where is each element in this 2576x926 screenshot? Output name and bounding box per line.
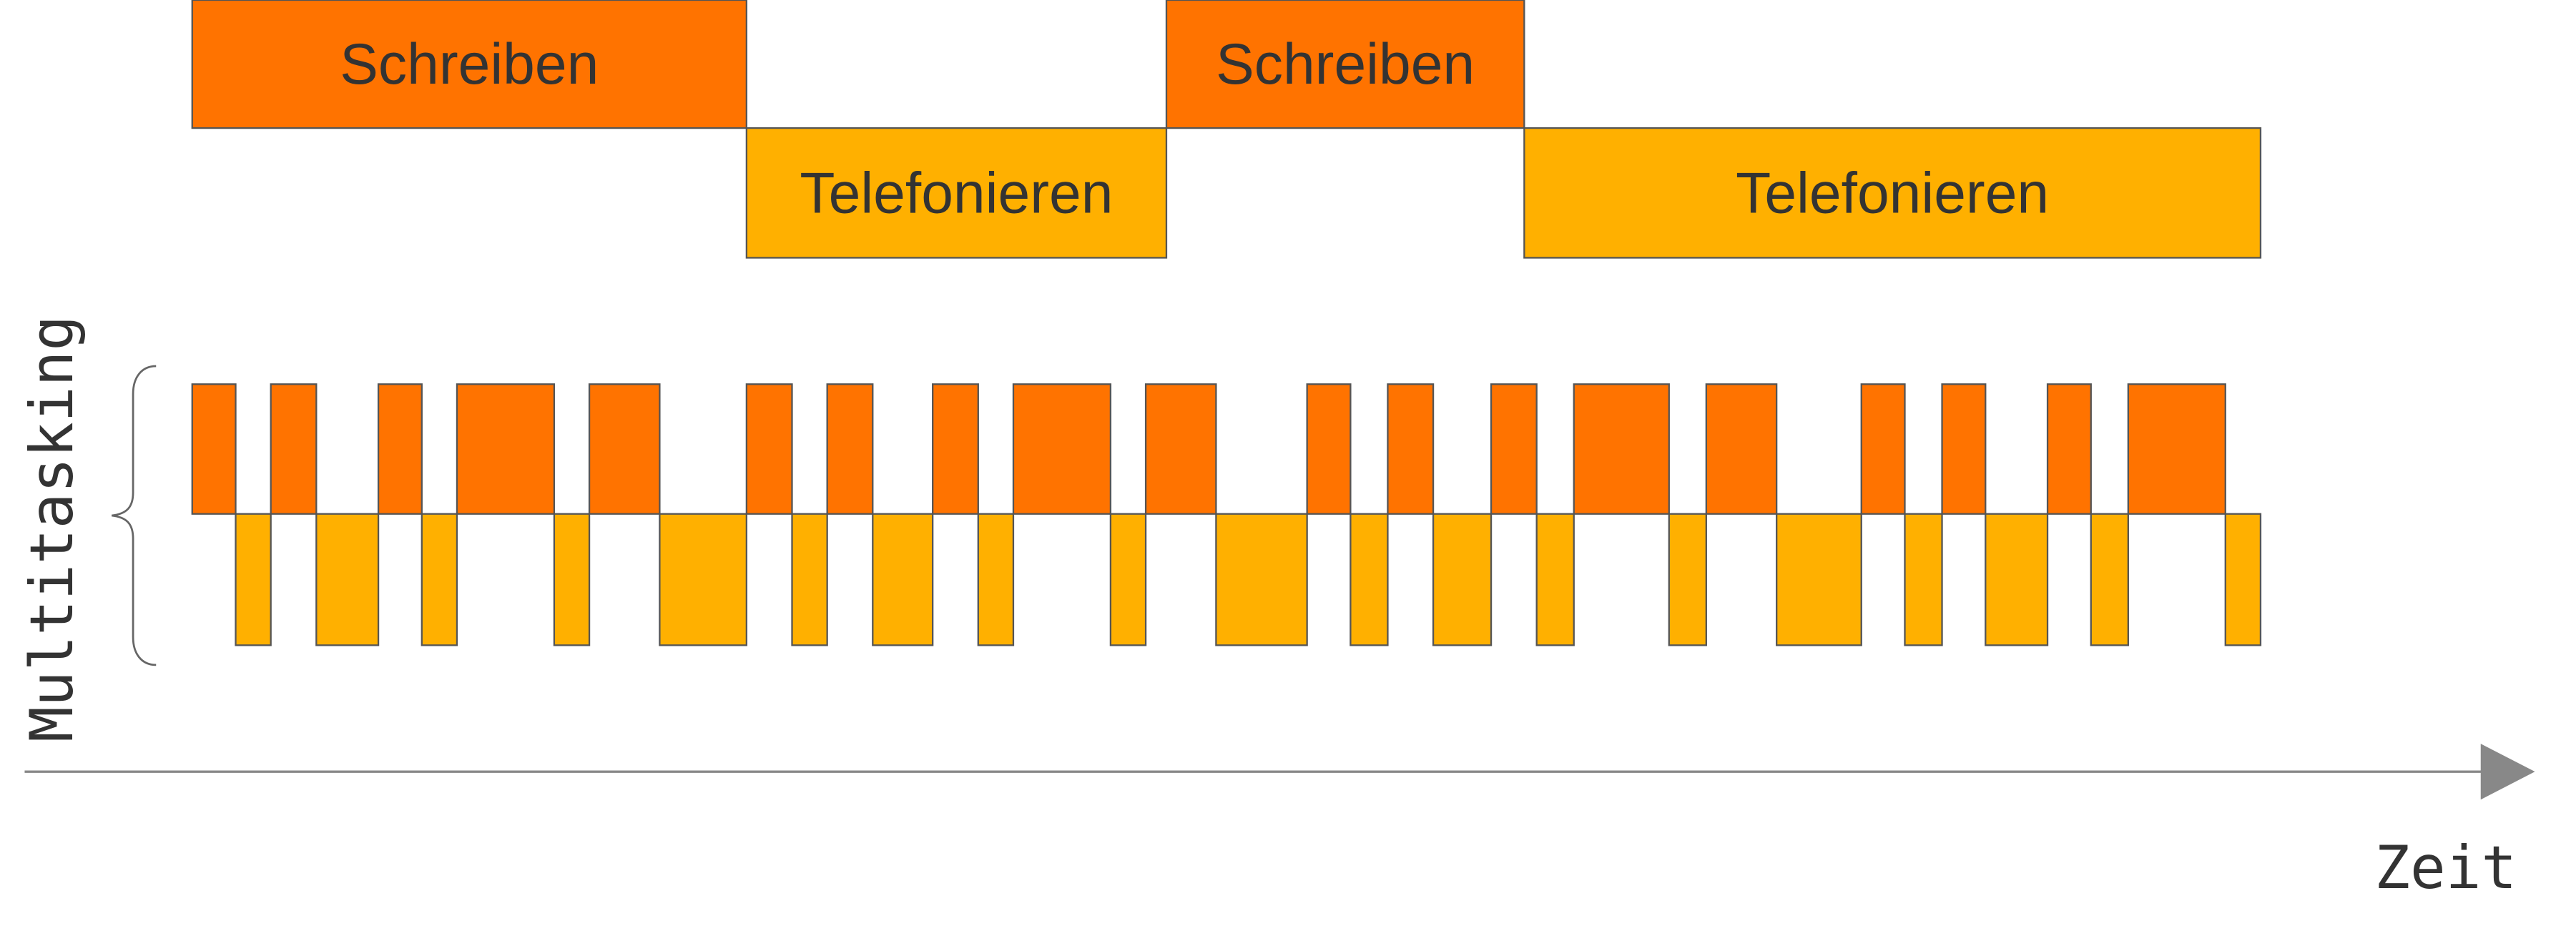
multitask-block-schreiben xyxy=(932,383,979,515)
task-label: Schreiben xyxy=(1216,32,1475,97)
multitask-block-telefonieren xyxy=(2090,513,2129,646)
multitask-block-schreiben xyxy=(1941,383,1987,515)
multitasking-blocks xyxy=(191,383,2262,646)
multitask-block-telefonieren xyxy=(1535,513,1575,646)
task-bar-schreiben xyxy=(1165,0,1525,129)
multitask-block-schreiben xyxy=(588,383,661,515)
multitask-block-telefonieren xyxy=(1215,513,1308,646)
multitask-block-schreiben xyxy=(1012,383,1112,515)
task-label: Telefonieren xyxy=(1736,161,2049,225)
multitask-block-schreiben xyxy=(2127,383,2226,515)
multitask-block-telefonieren xyxy=(1109,513,1147,646)
arrow-head-icon xyxy=(2480,744,2535,800)
multitask-block-schreiben xyxy=(826,383,874,515)
multitask-block-schreiben xyxy=(1387,383,1435,515)
task-label: Telefonieren xyxy=(800,161,1113,225)
multitask-block-schreiben xyxy=(1573,383,1670,515)
multitask-block-schreiben xyxy=(2046,383,2092,515)
multitask-block-schreiben xyxy=(456,383,556,515)
multitask-block-telefonieren xyxy=(659,513,748,646)
task-bar-telefonieren xyxy=(1523,127,2262,259)
multitask-block-schreiben xyxy=(1490,383,1538,515)
multitask-block-telefonieren xyxy=(791,513,828,646)
multitask-block-telefonieren xyxy=(421,513,458,646)
multitask-block-telefonieren xyxy=(1668,513,1707,646)
multitask-block-telefonieren xyxy=(977,513,1015,646)
multitask-block-telefonieren xyxy=(1904,513,1943,646)
multitask-block-telefonieren xyxy=(315,513,380,646)
multitask-block-telefonieren xyxy=(872,513,934,646)
task-label: Schreiben xyxy=(340,32,599,97)
multitask-block-schreiben xyxy=(1306,383,1352,515)
multitask-block-telefonieren xyxy=(1432,513,1493,646)
task-bar-telefonieren xyxy=(745,127,1168,259)
brace-icon xyxy=(112,365,157,666)
multitask-block-telefonieren xyxy=(553,513,591,646)
multitask-block-telefonieren xyxy=(235,513,272,646)
multitask-block-telefonieren xyxy=(1350,513,1389,646)
multitask-block-schreiben xyxy=(270,383,318,515)
y-axis-label: Multitasking xyxy=(18,315,87,742)
task-bar-schreiben xyxy=(191,0,748,129)
multitask-block-schreiben xyxy=(1860,383,1906,515)
multitask-block-telefonieren xyxy=(1776,513,1862,646)
multitask-block-schreiben xyxy=(191,383,237,515)
multitask-block-telefonieren xyxy=(2224,513,2262,646)
x-axis-label: Zeit xyxy=(2374,834,2517,902)
multitask-block-schreiben xyxy=(745,383,793,515)
multitask-block-schreiben xyxy=(1705,383,1778,515)
multitask-block-schreiben xyxy=(377,383,423,515)
multitask-block-schreiben xyxy=(1144,383,1217,515)
multitask-block-telefonieren xyxy=(1985,513,2049,646)
